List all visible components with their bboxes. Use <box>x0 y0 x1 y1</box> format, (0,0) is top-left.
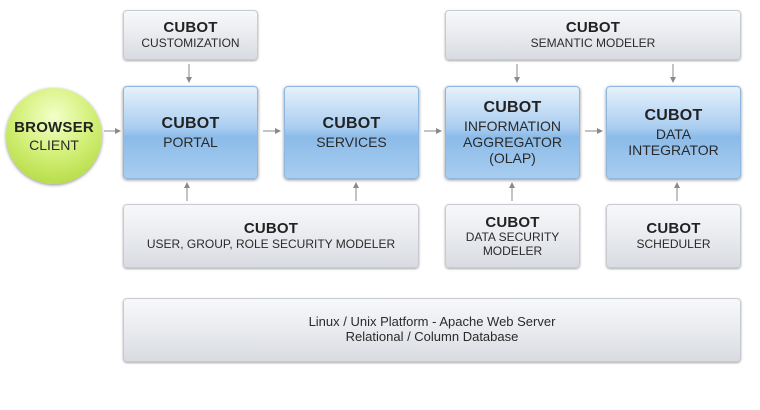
browser-subtitle: CLIENT <box>29 136 79 153</box>
security-modeler-label: USER, GROUP, ROLE SECURITY MODELER <box>146 236 396 251</box>
data-security-line: DATA SECURITY <box>465 229 560 244</box>
security-modeler-box: CUBOT USER, GROUP, ROLE SECURITY MODELER <box>123 204 419 268</box>
security-modeler-brand: CUBOT <box>243 220 299 238</box>
portal-brand: CUBOT <box>161 115 220 133</box>
platform-line-2: Relational / Column Database <box>345 329 519 344</box>
data-security-line: MODELER <box>482 243 543 258</box>
semantic-modeler-brand: CUBOT <box>565 19 621 37</box>
scheduler-brand: CUBOT <box>646 220 701 238</box>
browser-client-node: BROWSER CLIENT <box>6 88 102 184</box>
platform-box: Linux / Unix Platform - Apache Web Serve… <box>123 298 741 362</box>
portal-label: PORTAL <box>163 133 218 150</box>
data-security-brand: CUBOT <box>485 213 540 231</box>
data-security-label: DATA SECURITY MODELER <box>465 229 560 259</box>
aggregator-line: INFORMATION <box>464 117 561 134</box>
data-security-box: CUBOT DATA SECURITY MODELER <box>445 204 580 268</box>
services-label: SERVICES <box>316 133 387 150</box>
customization-brand: CUBOT <box>163 19 218 37</box>
semantic-modeler-label: SEMANTIC MODELER <box>530 35 656 50</box>
integrator-label: DATA INTEGRATOR <box>628 126 719 158</box>
aggregator-brand: CUBOT <box>483 99 542 117</box>
semantic-modeler-box: CUBOT SEMANTIC MODELER <box>445 10 741 60</box>
portal-box: CUBOT PORTAL <box>123 86 258 179</box>
aggregator-box: CUBOT INFORMATION AGGREGATOR (OLAP) <box>445 86 580 179</box>
platform-line-1: Linux / Unix Platform - Apache Web Serve… <box>308 314 556 330</box>
scheduler-box: CUBOT SCHEDULER <box>606 204 741 268</box>
integrator-line: DATA <box>655 125 692 142</box>
browser-title: BROWSER <box>14 119 94 137</box>
customization-label: CUSTOMIZATION <box>141 35 240 50</box>
scheduler-label: SCHEDULER <box>636 236 711 251</box>
integrator-line: INTEGRATOR <box>628 141 719 158</box>
customization-box: CUBOT CUSTOMIZATION <box>123 10 258 60</box>
services-brand: CUBOT <box>322 115 381 133</box>
integrator-box: CUBOT DATA INTEGRATOR <box>606 86 741 179</box>
aggregator-line: AGGREGATOR <box>462 133 563 150</box>
aggregator-label: INFORMATION AGGREGATOR (OLAP) <box>463 118 562 166</box>
integrator-brand: CUBOT <box>644 107 703 125</box>
aggregator-line: (OLAP) <box>489 149 536 166</box>
services-box: CUBOT SERVICES <box>284 86 419 179</box>
